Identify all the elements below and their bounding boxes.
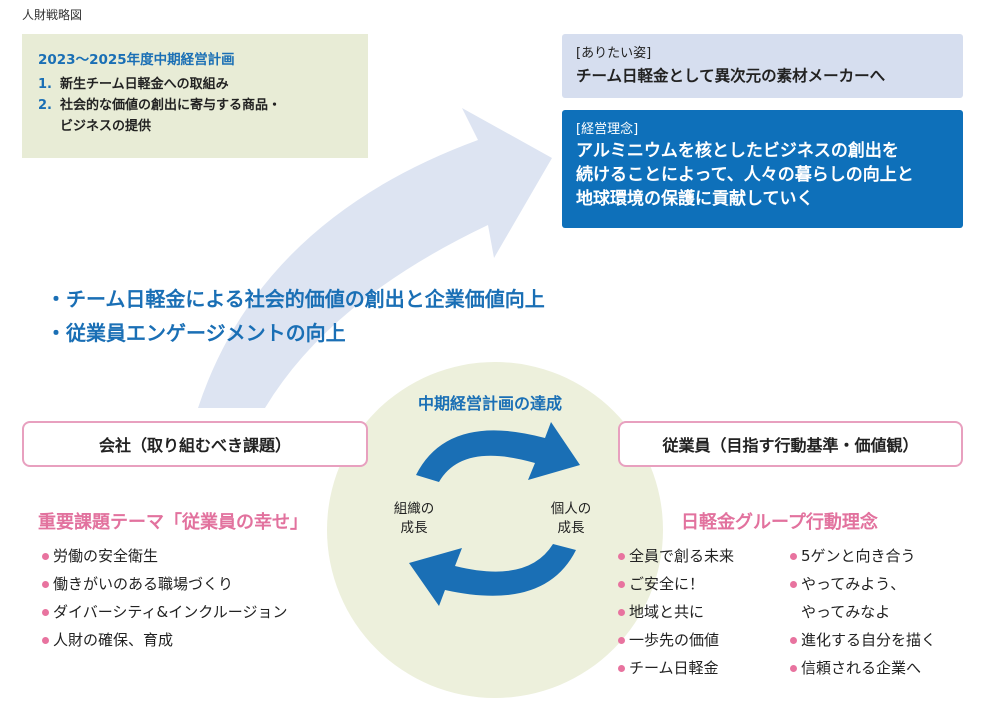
plan-item: 2. 社会的な価値の創出に寄与する商品・ ビジネスの提供 bbox=[38, 95, 352, 137]
bullet-dot-icon bbox=[790, 665, 797, 672]
list-item: 働きがいのある職場づくり bbox=[42, 570, 287, 598]
list-item: ご安全に！ bbox=[618, 570, 734, 598]
plan-item-text: 社会的な価値の創出に寄与する商品・ ビジネスの提供 bbox=[60, 95, 281, 137]
vision-box: [ありたい姿] チーム日軽金として異次元の素材メーカーへ bbox=[562, 34, 963, 98]
list-item: 一歩先の価値 bbox=[618, 626, 734, 654]
bullet-dot-icon bbox=[618, 637, 625, 644]
company-issue-list: 労働の安全衛生 働きがいのある職場づくり ダイバーシティ&インクルージョン 人財… bbox=[42, 542, 287, 654]
plan-item-line: 社会的な価値の創出に寄与する商品・ bbox=[60, 98, 282, 113]
plan-title: 2023〜2025年度中期経営計画 bbox=[38, 52, 235, 68]
philosophy-line: 続けることによって、人々の暮らしの向上と bbox=[576, 165, 914, 185]
vision-label: [ありたい姿] bbox=[576, 46, 652, 61]
list-item-line: やってみよう、 bbox=[801, 575, 906, 593]
plan-item-line: ビジネスの提供 bbox=[60, 119, 152, 134]
action-principles-col1: 全員で創る未来 ご安全に！ 地域と共に 一歩先の価値 チーム日軽金 bbox=[618, 542, 734, 682]
philosophy-text: アルミニウムを核としたビジネスの創出を 続けることによって、人々の暮らしの向上と… bbox=[576, 139, 949, 211]
plan-item-number: 1. bbox=[38, 77, 52, 92]
list-item: 5ゲンと向き合う bbox=[790, 542, 936, 570]
list-item: 進化する自分を描く bbox=[790, 626, 936, 654]
label-line: 成長 bbox=[557, 520, 585, 536]
individual-growth-label: 個人の 成長 bbox=[540, 500, 602, 538]
employee-pill: 従業員（目指す行動基準・価値観） bbox=[618, 421, 963, 467]
bullet-dot-icon bbox=[790, 581, 797, 588]
list-item: ダイバーシティ&インクルージョン bbox=[42, 598, 287, 626]
bullet-dot-icon bbox=[790, 637, 797, 644]
label-line: 成長 bbox=[400, 520, 428, 536]
philosophy-label: [経営理念] bbox=[576, 122, 639, 137]
bullet-dot-icon bbox=[42, 581, 49, 588]
circle-title: 中期経営計画の達成 bbox=[417, 394, 562, 413]
action-principles-col2: 5ゲンと向き合う やってみよう、 やってみなよ 進化する自分を描く 信頼される企… bbox=[790, 542, 936, 682]
bullet-dot-icon bbox=[618, 581, 625, 588]
list-item: 人財の確保、育成 bbox=[42, 626, 287, 654]
cycle-arrow-bottom bbox=[409, 544, 576, 606]
list-item: 労働の安全衛生 bbox=[42, 542, 287, 570]
employee-theme-title: 日軽金グループ行動理念 bbox=[681, 512, 878, 533]
plan-item-text: 新生チーム日軽金への取組み bbox=[60, 77, 229, 92]
main-goal-bullet: ・従業員エンゲージメントの向上 bbox=[46, 321, 346, 345]
page-title: 人財戦略図 bbox=[22, 8, 83, 22]
bullet-dot-icon bbox=[618, 609, 625, 616]
bullet-dot-icon bbox=[618, 553, 625, 560]
background-circle bbox=[327, 362, 663, 698]
bullet-dot-icon bbox=[790, 553, 797, 560]
main-goal-bullet: ・チーム日軽金による社会的価値の創出と企業価値向上 bbox=[46, 287, 545, 311]
philosophy-line: 地球環境の保護に貢献していく bbox=[576, 189, 814, 209]
bullet-dot-icon bbox=[42, 637, 49, 644]
bullet-dot-icon bbox=[42, 553, 49, 560]
list-item: 信頼される企業へ bbox=[790, 654, 936, 682]
philosophy-box: [経営理念] アルミニウムを核としたビジネスの創出を 続けることによって、人々の… bbox=[562, 110, 963, 228]
cycle-arrow-top bbox=[416, 422, 580, 482]
company-theme-title: 重要課題テーマ「従業員の幸せ」 bbox=[38, 512, 308, 533]
big-growth-arrow bbox=[198, 108, 552, 408]
label-line: 個人の bbox=[550, 501, 592, 517]
organization-growth-label: 組織の 成長 bbox=[383, 500, 445, 538]
cycle-arrows bbox=[409, 422, 580, 606]
list-item: チーム日軽金 bbox=[618, 654, 734, 682]
bullet-dot-icon bbox=[618, 665, 625, 672]
plan-item: 1. 新生チーム日軽金への取組み bbox=[38, 74, 352, 95]
list-item-text: やってみよう、 やってみなよ bbox=[801, 570, 905, 626]
list-item-line: やってみなよ bbox=[801, 603, 891, 621]
list-item: 全員で創る未来 bbox=[618, 542, 734, 570]
company-pill: 会社（取り組むべき課題） bbox=[22, 421, 368, 467]
list-item: やってみよう、 やってみなよ bbox=[790, 570, 936, 626]
plan-item-number: 2. bbox=[38, 98, 52, 113]
mid-term-plan-box: 2023〜2025年度中期経営計画 1. 新生チーム日軽金への取組み 2. 社会… bbox=[22, 34, 368, 158]
philosophy-line: アルミニウムを核としたビジネスの創出を bbox=[576, 141, 899, 161]
vision-text: チーム日軽金として異次元の素材メーカーへ bbox=[576, 67, 886, 85]
list-item: 地域と共に bbox=[618, 598, 734, 626]
label-line: 組織の bbox=[393, 501, 435, 517]
bullet-dot-icon bbox=[42, 609, 49, 616]
